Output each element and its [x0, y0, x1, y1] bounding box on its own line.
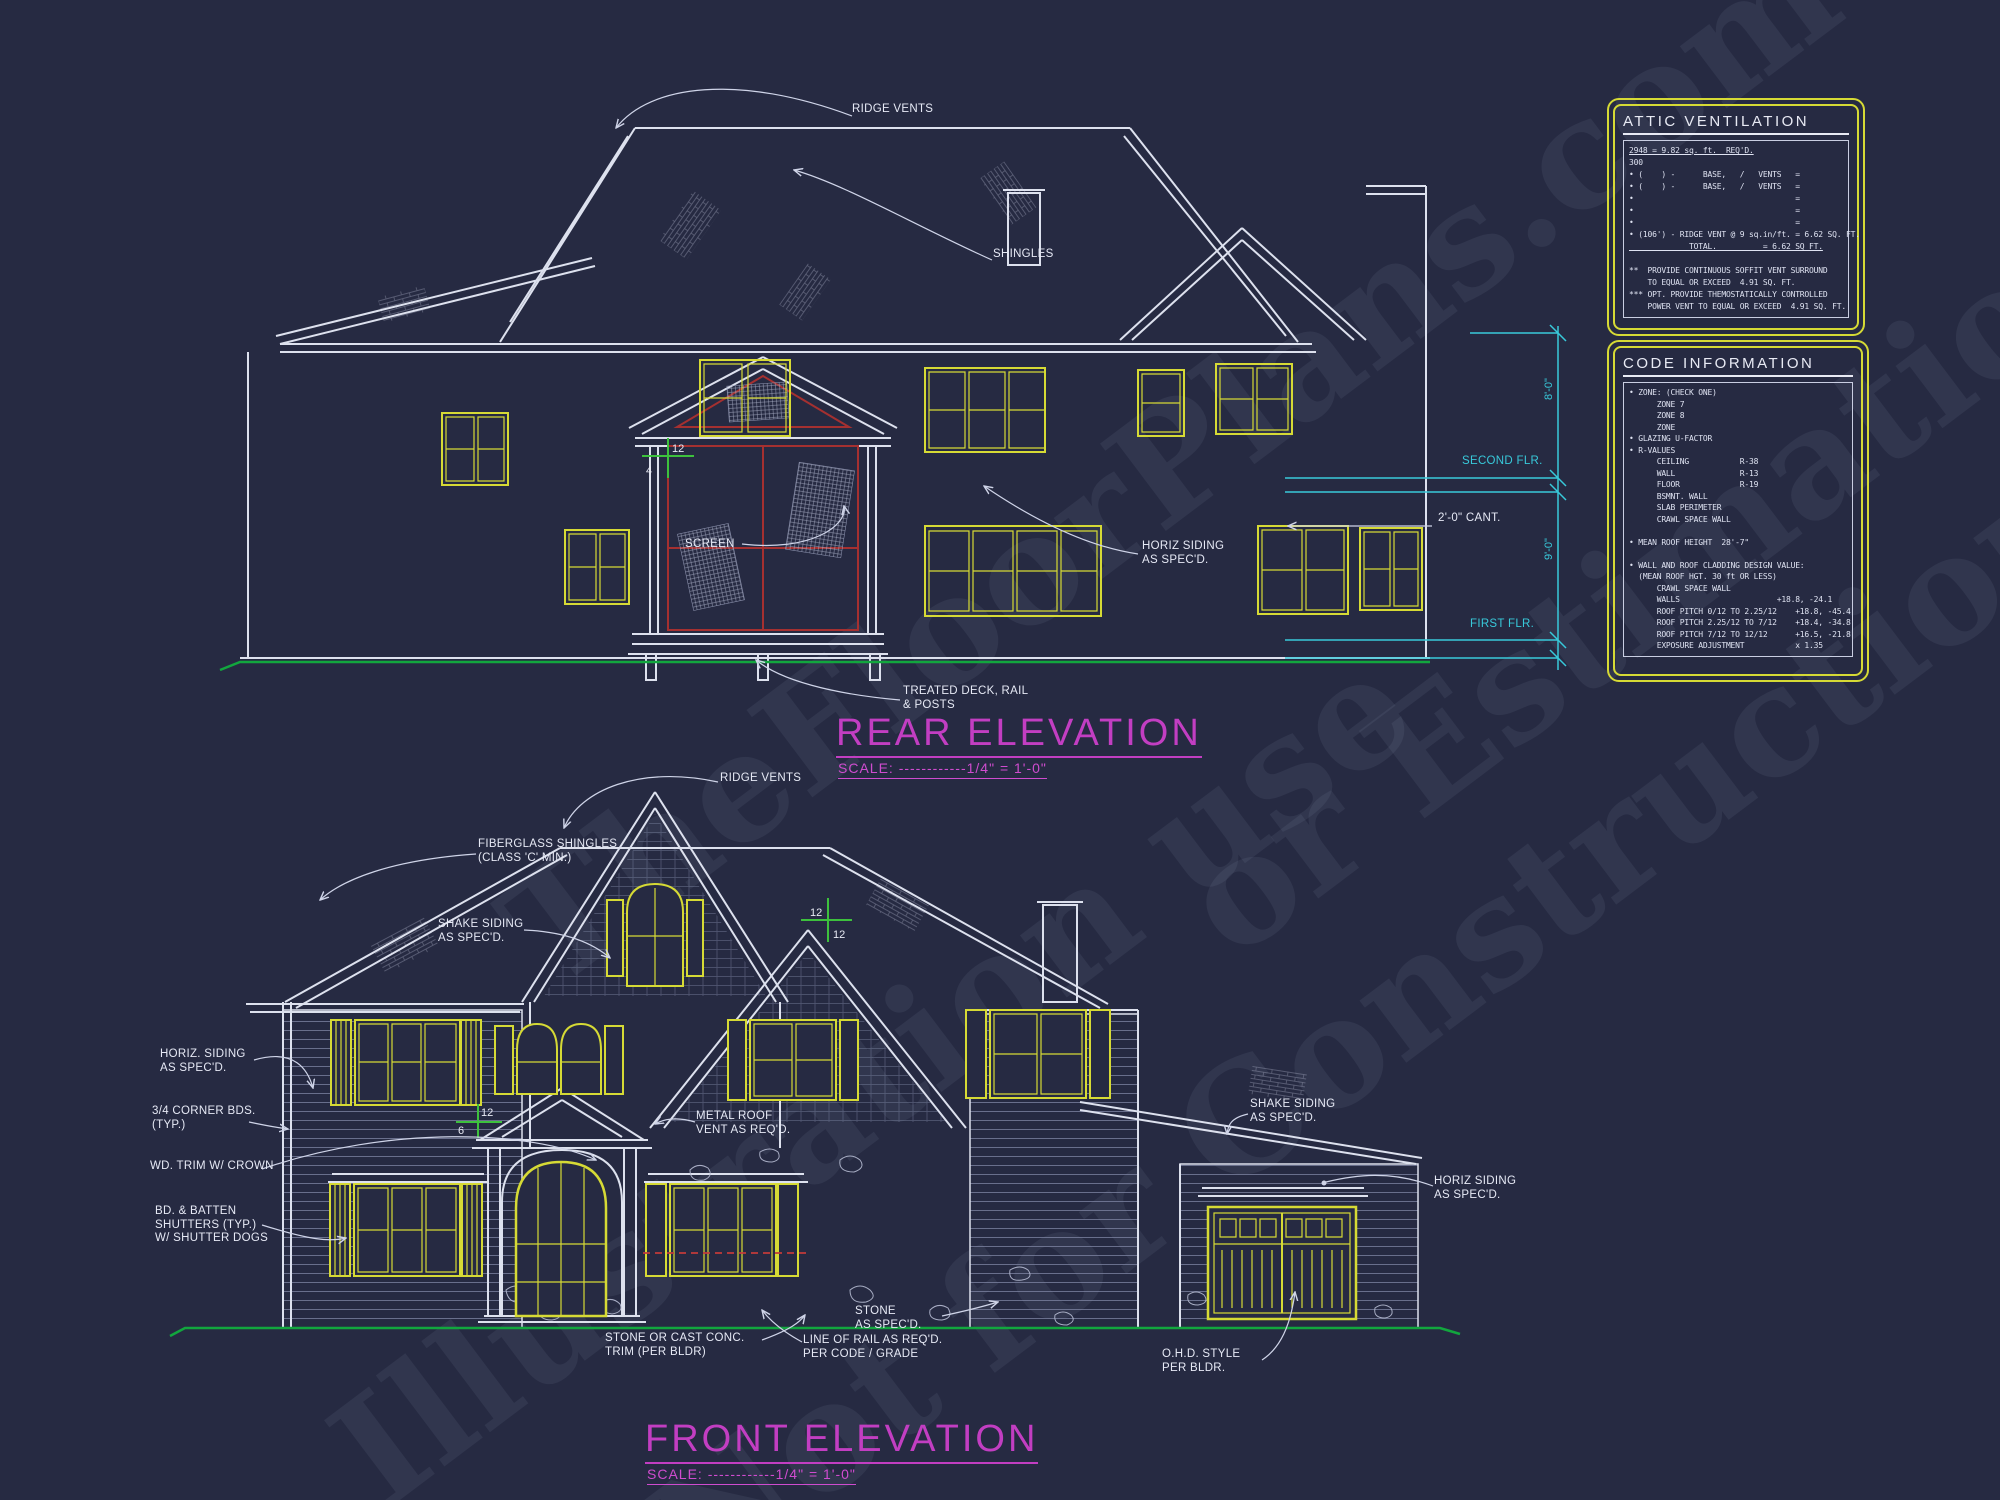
- front-label-horiz-right: HORIZ SIDING AS SPEC'D.: [1434, 1175, 1517, 1201]
- front-label-ridge-vents: RIDGE VENTS: [720, 772, 802, 784]
- panel-text-line: SLAB PERIMETER: [1629, 503, 1722, 512]
- front-label-wd-trim: WD. TRIM W/ CROWN: [150, 1160, 274, 1172]
- panel-text-line: ZONE: [1629, 422, 1676, 432]
- panel-text-line: ZONE 7: [1629, 399, 1685, 409]
- rear-windows: [441, 359, 1423, 617]
- panel-text-line: WALL R-13: [1629, 468, 1759, 478]
- entry-door: [514, 1160, 608, 1318]
- front-structure: [246, 791, 1423, 1329]
- panel-text-line: CRAWL SPACE WALL: [1629, 514, 1731, 524]
- panel-text-line: • =: [1629, 194, 1800, 203]
- panel-text-line: [1629, 253, 1843, 265]
- front-pitch-marker-porch: 12 6: [456, 1104, 502, 1138]
- garage-door: [1206, 1205, 1358, 1321]
- rear-label-ridge-vents: RIDGE VENTS: [852, 103, 934, 115]
- rear-pitch-marker: 12 4: [642, 438, 694, 478]
- svg-text:12: 12: [810, 907, 822, 919]
- panel-text-line: • GLAZING U-FACTOR: [1629, 434, 1713, 443]
- panel-text-line: CRAWL SPACE WALL: [1629, 583, 1731, 593]
- rear-leader-lines: [616, 88, 1432, 701]
- rear-label-treated-deck: TREATED DECK, RAIL & POSTS: [903, 685, 1029, 711]
- code-panel-title: CODE INFORMATION: [1623, 355, 1853, 377]
- panel-text-line: • =: [1629, 218, 1800, 227]
- panel-text-line: TOTAL. = 6.62 SQ FT.: [1629, 242, 1823, 251]
- panel-text-line: [1629, 548, 1847, 560]
- front-label-metal-roof: METAL ROOF VENT AS REQ'D.: [696, 1110, 791, 1136]
- front-label-shutters: BD. & BATTEN SHUTTERS (TYP.) W/ SHUTTER …: [155, 1205, 269, 1244]
- panel-text-line: BSMNT. WALL: [1629, 491, 1708, 501]
- rear-dimension-lines: [1285, 324, 1567, 670]
- rear-dim-upper-height: 8'-0": [1543, 378, 1555, 400]
- panel-text-line: • (106') - RIDGE VENT @ 9 sq.in/ft. = 6.…: [1629, 230, 1860, 239]
- front-elevation-drawing: 12 12 12 6: [169, 775, 1461, 1361]
- panel-text-line: ROOF PITCH 0/12 TO 2.25/12 +18.8, -45.4: [1629, 606, 1851, 616]
- panel-text-line: ROOF PITCH 7/12 TO 12/12 +16.5, -21.8: [1629, 629, 1851, 639]
- svg-text:12: 12: [833, 929, 845, 941]
- svg-text:12: 12: [481, 1107, 493, 1119]
- panel-text-line: WALLS +18.8, -24.1: [1629, 595, 1833, 604]
- panel-text-line: • R-VALUES: [1629, 445, 1676, 455]
- attic-panel-body: 2948 = 9.82 sq. ft. REQ'D. 300 • ( ) - B…: [1623, 140, 1860, 318]
- rear-label-shingles: SHINGLES: [993, 248, 1054, 260]
- panel-text-line: ** PROVIDE CONTINUOUS SOFFIT VENT SURROU…: [1629, 266, 1828, 275]
- panel-text-line: 2948 = 9.82 sq. ft. REQ'D.: [1629, 146, 1754, 155]
- attic-ventilation-panel: ATTIC VENTILATION 2948 = 9.82 sq. ft. RE…: [1607, 98, 1865, 336]
- panel-text-line: [1629, 525, 1847, 537]
- rear-dim-first-flr: FIRST FLR.: [1470, 618, 1535, 630]
- front-elevation-title: FRONT ELEVATION: [645, 1419, 1039, 1464]
- front-label-rail-line: LINE OF RAIL AS REQ'D. PER CODE / GRADE: [803, 1334, 943, 1360]
- rear-elevation-title: REAR ELEVATION: [836, 713, 1202, 758]
- panel-text-line: ZONE 8: [1629, 411, 1685, 420]
- front-grade-line: [169, 1326, 1461, 1338]
- panel-text-line: • ( ) - BASE, / VENTS =: [1629, 182, 1800, 191]
- front-leader-lines: [248, 775, 1434, 1361]
- panel-text-line: • ZONE: (CHECK ONE): [1629, 388, 1717, 397]
- front-label-corner-bds: 3/4 CORNER BDS. (TYP.): [152, 1105, 256, 1131]
- front-label-shake-right: SHAKE SIDING AS SPEC'D.: [1250, 1098, 1336, 1124]
- panel-text-line: FLOOR R-19: [1629, 480, 1759, 489]
- svg-text:12: 12: [672, 443, 684, 455]
- rear-dim-second-flr: SECOND FLR.: [1462, 455, 1543, 467]
- rear-label-horiz-siding: HORIZ SIDING AS SPEC'D.: [1142, 540, 1225, 566]
- rear-structure: [240, 127, 1430, 659]
- panel-text-line: • =: [1629, 206, 1800, 215]
- front-label-fiberglass: FIBERGLASS SHINGLES (CLASS 'C' MIN.): [478, 838, 618, 864]
- front-windows: [329, 882, 1358, 1321]
- panel-text-line: (MEAN ROOF HGT. 30 ft OR LESS): [1629, 572, 1777, 581]
- front-pitch-marker-main: 12 12: [801, 898, 852, 942]
- rear-dim-cantilever: 2'-0" CANT.: [1438, 512, 1501, 524]
- attic-panel-title: ATTIC VENTILATION: [1623, 113, 1849, 135]
- rear-shingle-patches: [377, 161, 1037, 323]
- rear-label-screen: SCREEN: [685, 538, 735, 550]
- front-label-shake-left: SHAKE SIDING AS SPEC'D.: [438, 918, 524, 944]
- panel-text-line: EXPOSURE ADJUSTMENT x 1.35: [1629, 641, 1823, 650]
- panel-text-line: POWER VENT TO EQUAL OR EXCEED 4.91 SQ. F…: [1629, 302, 1846, 311]
- screen-porch: [628, 356, 898, 681]
- screen-mesh: [677, 381, 855, 611]
- code-panel-body: • ZONE: (CHECK ONE) ZONE 7 ZONE 8 ZONE •…: [1623, 382, 1853, 657]
- front-label-ohd: O.H.D. STYLE PER BLDR.: [1162, 1348, 1241, 1374]
- front-label-stone-trim: STONE OR CAST CONC. TRIM (PER BLDR): [605, 1332, 745, 1358]
- front-elevation-scale: SCALE: ------------1/4" = 1'-0": [647, 1466, 856, 1485]
- rear-dim-lower-height: 9'-0": [1543, 538, 1555, 560]
- front-label-horiz-left: HORIZ. SIDING AS SPEC'D.: [160, 1048, 246, 1074]
- panel-text-line: CEILING R-38: [1629, 457, 1759, 466]
- panel-text-line: TO EQUAL OR EXCEED 4.91 SQ. FT.: [1629, 278, 1796, 287]
- svg-text:4: 4: [646, 465, 652, 477]
- rear-grade-line: [219, 660, 1430, 672]
- rear-elevation-scale: SCALE: ------------1/4" = 1'-0": [838, 760, 1047, 779]
- rear-elevation-drawing: 12 4: [219, 88, 1567, 701]
- panel-text-line: ROOF PITCH 2.25/12 TO 7/12 +18.4, -34.8: [1629, 618, 1851, 627]
- panel-text-line: • WALL AND ROOF CLADDING DESIGN VALUE:: [1629, 560, 1805, 570]
- front-label-stone-specd: STONE AS SPEC'D.: [855, 1305, 922, 1331]
- panel-text-line: • MEAN ROOF HEIGHT 28'-7": [1629, 537, 1750, 547]
- code-information-panel: CODE INFORMATION • ZONE: (CHECK ONE) ZON…: [1607, 340, 1869, 682]
- panel-text-line: 300: [1629, 158, 1643, 167]
- svg-text:6: 6: [458, 1125, 464, 1137]
- panel-text-line: • ( ) - BASE, / VENTS =: [1629, 170, 1800, 179]
- panel-text-line: *** OPT. PROVIDE THEMOSTATICALLY CONTROL…: [1629, 290, 1828, 299]
